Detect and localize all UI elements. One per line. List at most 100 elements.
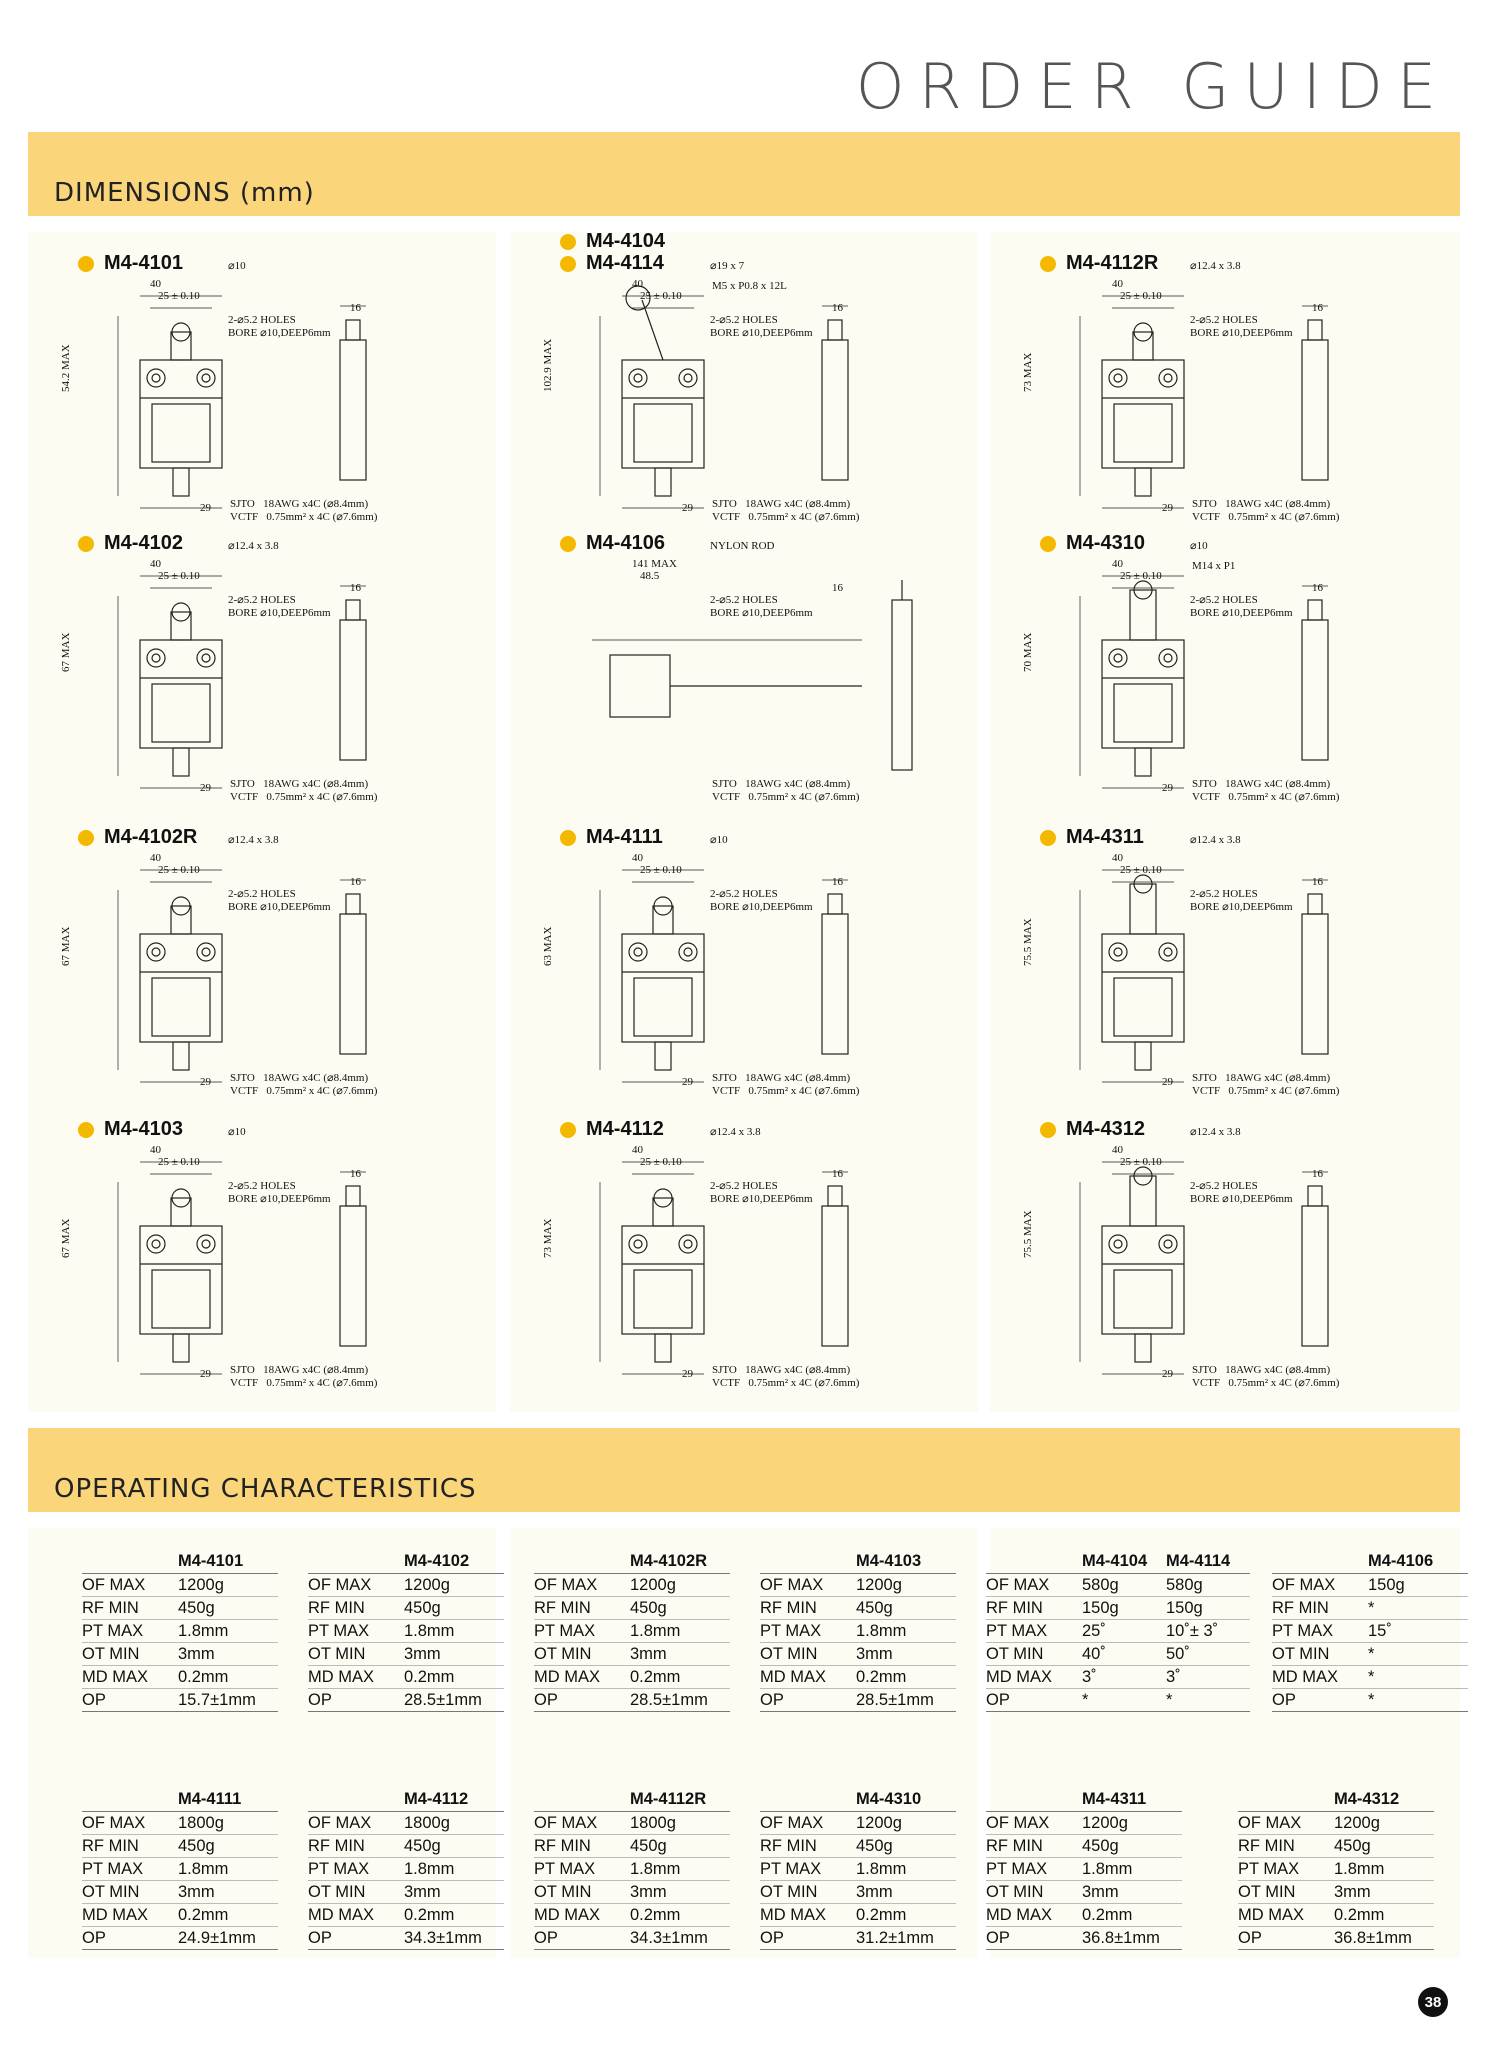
threaded-neck bbox=[1129, 589, 1157, 641]
side-view-plunger bbox=[1307, 319, 1323, 341]
annotation-side: 16 bbox=[832, 302, 843, 314]
side-view bbox=[339, 1205, 367, 1347]
model-label: M4-4310 bbox=[1040, 532, 1145, 555]
dimensions-panel-right bbox=[990, 232, 1460, 1412]
param-value: 15˚ bbox=[1368, 1621, 1392, 1640]
annotation-width: 29 bbox=[200, 1076, 211, 1088]
annotation-max: 75.5 MAX bbox=[1022, 1210, 1034, 1258]
operating-panel-right bbox=[990, 1528, 1460, 1958]
mounting-hole bbox=[146, 942, 166, 962]
side-view-plunger bbox=[345, 599, 361, 621]
switch-drawing-svg bbox=[599, 1161, 849, 1375]
param-value: 40˚ bbox=[1082, 1644, 1106, 1663]
mounting-hole bbox=[1108, 368, 1128, 388]
annotation-d1: 40 bbox=[1112, 1144, 1123, 1156]
model-name: M4-4112R bbox=[1066, 252, 1159, 274]
roller bbox=[625, 285, 651, 311]
param-value: 450g bbox=[630, 1836, 667, 1855]
operating-panel-left bbox=[28, 1528, 496, 1958]
mounting-hole-inner bbox=[151, 653, 161, 663]
param-label: RF MIN bbox=[1238, 1836, 1295, 1855]
param-value: 1800g bbox=[404, 1813, 450, 1832]
param-label: OT MIN bbox=[986, 1644, 1044, 1663]
param-value: 3mm bbox=[856, 1644, 893, 1663]
annotation-s1: SJTO 18AWG x4C (⌀8.4mm) bbox=[1192, 1364, 1331, 1376]
param-label: MD MAX bbox=[82, 1905, 148, 1924]
annotation-holes: 2-⌀5.2 HOLES bbox=[1190, 1180, 1258, 1192]
side-view bbox=[339, 339, 367, 481]
annotation-d2: 25 ± 0.10 bbox=[158, 290, 200, 302]
param-value: * bbox=[1368, 1644, 1375, 1663]
annotation-bore: BORE ⌀10,DEEP6mm bbox=[228, 327, 331, 339]
annotation-s2: VCTF 0.75mm² x 4C (⌀7.6mm) bbox=[1192, 1085, 1340, 1097]
mounting-hole-inner bbox=[1113, 1239, 1123, 1249]
param-label: OT MIN bbox=[760, 1882, 818, 1901]
param-label: RF MIN bbox=[308, 1836, 365, 1855]
param-label: OF MAX bbox=[534, 1813, 598, 1832]
param-label: OF MAX bbox=[82, 1575, 146, 1594]
window bbox=[633, 403, 693, 463]
table-row: OP** bbox=[986, 1689, 1250, 1712]
window bbox=[1113, 403, 1173, 463]
annotation-s2: VCTF 0.75mm² x 4C (⌀7.6mm) bbox=[712, 1377, 860, 1389]
param-value: 0.2mm bbox=[1334, 1905, 1385, 1924]
param-value: 0.2mm bbox=[856, 1905, 907, 1924]
annotation-width: 29 bbox=[682, 1368, 693, 1380]
model-header: M4-4102 bbox=[404, 1552, 470, 1570]
side-view bbox=[821, 339, 849, 481]
annotation-bore: BORE ⌀10,DEEP6mm bbox=[1190, 901, 1293, 913]
param-value: 3mm bbox=[178, 1644, 215, 1663]
param-label: OF MAX bbox=[82, 1813, 146, 1832]
table-row: OP* bbox=[1272, 1689, 1468, 1712]
mounting-hole bbox=[628, 942, 648, 962]
mounting-hole-inner bbox=[151, 373, 161, 383]
annotation-bore: BORE ⌀10,DEEP6mm bbox=[1190, 327, 1293, 339]
annotation-s2: VCTF 0.75mm² x 4C (⌀7.6mm) bbox=[230, 511, 378, 523]
param-value: 3mm bbox=[404, 1882, 441, 1901]
annotation-d2: 25 ± 0.10 bbox=[1120, 1156, 1162, 1168]
param-value: 28.5±1mm bbox=[630, 1690, 708, 1709]
annotation-d2: 48.5 bbox=[640, 570, 660, 582]
param-value: * bbox=[1166, 1690, 1173, 1709]
annotation-s1: SJTO 18AWG x4C (⌀8.4mm) bbox=[230, 778, 369, 790]
annotation-s1: SJTO 18AWG x4C (⌀8.4mm) bbox=[230, 498, 369, 510]
bullet-icon bbox=[560, 1121, 576, 1138]
param-label: MD MAX bbox=[760, 1905, 826, 1924]
param-label: OT MIN bbox=[534, 1882, 592, 1901]
annotation-width: 29 bbox=[1162, 502, 1173, 514]
operating-panel-mid bbox=[510, 1528, 978, 1958]
annotation-width: 29 bbox=[1162, 1368, 1173, 1380]
table-row: MD MAX* bbox=[1272, 1666, 1468, 1689]
param-label: PT MAX bbox=[534, 1621, 596, 1640]
param-label: OP bbox=[534, 1928, 558, 1947]
param-value: 450g bbox=[856, 1836, 893, 1855]
table-header: M4-4311 bbox=[986, 1790, 1182, 1812]
mounting-hole-inner bbox=[633, 947, 643, 957]
plunger-head bbox=[171, 1188, 191, 1208]
plunger-head bbox=[653, 896, 673, 916]
param-label: OT MIN bbox=[308, 1882, 366, 1901]
mounting-hole bbox=[1108, 942, 1128, 962]
param-value: 3mm bbox=[1082, 1882, 1119, 1901]
model-label: M4-4101 bbox=[78, 252, 183, 275]
switch-drawing-svg bbox=[1079, 869, 1329, 1083]
table-row: MD MAX 0.2mm bbox=[760, 1904, 956, 1927]
param-label: MD MAX bbox=[308, 1667, 374, 1686]
model-label: M4-4311 bbox=[1040, 826, 1144, 849]
annotation-s2: VCTF 0.75mm² x 4C (⌀7.6mm) bbox=[712, 1085, 860, 1097]
cable bbox=[654, 467, 672, 497]
